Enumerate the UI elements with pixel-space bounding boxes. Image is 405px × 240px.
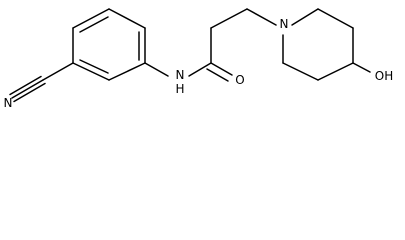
bond-nitrile-to-ring xyxy=(42,62,74,81)
chemical-structure: N N H O N OH xyxy=(4,8,393,110)
piperidine-ring xyxy=(282,8,354,81)
atom-amide-hydrogen: H xyxy=(175,82,184,96)
nitrile-triple-bond xyxy=(9,75,46,103)
atom-amide-nitrogen: N xyxy=(176,68,185,82)
atom-nitrile-nitrogen: N xyxy=(4,96,13,110)
benzene-ring xyxy=(72,8,146,81)
atom-ring-nitrogen: N xyxy=(280,17,289,31)
bond-ch2-to-ring-n xyxy=(246,8,277,26)
bond-ring-to-hydroxyl xyxy=(352,62,371,73)
atom-hydroxyl: OH xyxy=(375,69,393,83)
carbonyl-double-bond xyxy=(206,62,233,82)
bond-ch2-to-ch2 xyxy=(210,8,248,29)
bond-nh-to-carbonyl xyxy=(188,62,212,77)
bond-ring-to-nh xyxy=(144,62,169,77)
atom-carbonyl-oxygen: O xyxy=(235,73,244,87)
